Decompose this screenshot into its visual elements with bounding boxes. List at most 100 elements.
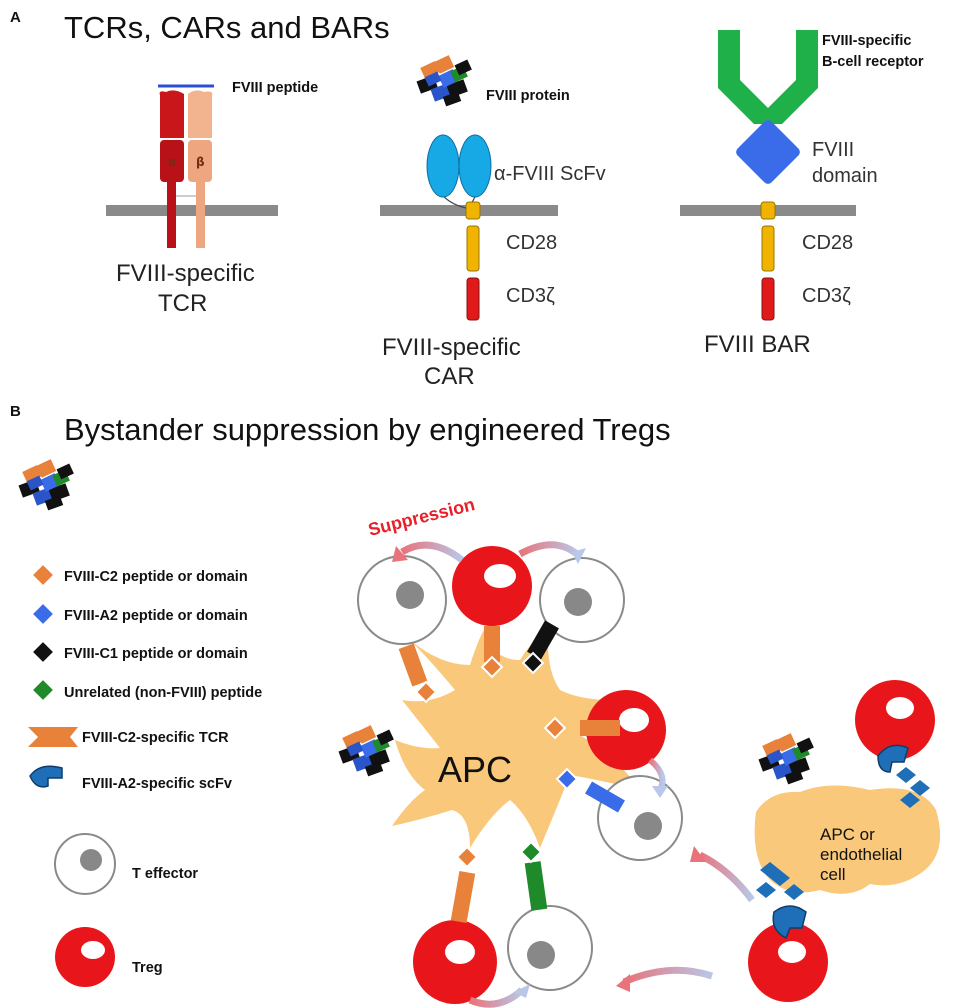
legend-label-treg: Treg xyxy=(132,960,163,976)
c1-peptide xyxy=(521,651,545,675)
car-caption-line1: FVIII-specific xyxy=(382,334,521,361)
legend-label-c2: FVIII-C2 peptide or domain xyxy=(64,569,248,585)
tcr-alpha-top xyxy=(159,90,184,138)
treg-nucleus xyxy=(886,697,914,719)
car-cd3z-label: CD3ζ xyxy=(506,285,555,307)
legend-label-tcr: FVIII-C2-specific TCR xyxy=(82,730,229,746)
tcr-diagram: α β FVIII peptide FVIII-specific TCR xyxy=(106,80,318,317)
c2-peptide xyxy=(414,680,438,704)
fviii-peptide-label: FVIII peptide xyxy=(232,80,318,96)
bar-cd28-domain xyxy=(761,225,775,272)
blue-diamond-icon xyxy=(33,604,53,624)
arrow-head xyxy=(652,786,668,798)
panel-b-letter: B xyxy=(10,403,21,420)
suppression-arrow-right-cluster xyxy=(698,851,755,903)
t-effector-nucleus xyxy=(396,581,424,609)
scfv-receptor xyxy=(877,744,909,773)
bcr-label-line2: B-cell receptor xyxy=(822,54,924,70)
bar-cd28-label: CD28 xyxy=(802,232,853,254)
tcr-caption-line1: FVIII-specific xyxy=(116,260,255,287)
bar-transmembrane xyxy=(760,201,776,220)
apc-label: APC xyxy=(438,749,512,790)
car-caption-line2: CAR xyxy=(424,363,475,390)
beta-label: β xyxy=(196,155,205,169)
tcr-receptor xyxy=(450,870,476,924)
scfv-label: α-FVIII ScFv xyxy=(494,163,606,185)
t-effector-nucleus xyxy=(634,812,662,840)
scfv-domain-2 xyxy=(458,134,492,198)
tcr-receptor xyxy=(580,720,620,736)
arrow-head xyxy=(392,546,408,562)
suppression-label: Suppression xyxy=(366,494,477,540)
fviii-domain-line2: domain xyxy=(812,165,878,187)
fviii-domain-line1: FVIII xyxy=(812,139,854,161)
legend-label-unrelated: Unrelated (non-FVIII) peptide xyxy=(64,685,262,701)
treg-nucleus xyxy=(484,564,516,588)
legend-label-teffector: T effector xyxy=(132,866,198,882)
c2-peptide xyxy=(480,655,504,679)
fviii-protein-icon xyxy=(416,55,472,107)
unrelated-peptide xyxy=(519,840,543,864)
alpha-label: α xyxy=(168,155,176,169)
a2-peptide xyxy=(555,767,579,791)
scfv-receptor xyxy=(772,905,807,940)
blue-scfv-icon xyxy=(29,765,63,788)
tcr-beta-tail xyxy=(196,182,205,248)
tcr-receptor xyxy=(484,626,500,662)
bar-diagram: FVIII-specific B-cell receptor FVIII dom… xyxy=(680,30,924,358)
tcr-receptor xyxy=(524,861,548,911)
arrow-head xyxy=(514,984,530,998)
bcr-y-shape xyxy=(718,30,818,124)
fviii-domain-diamond xyxy=(736,120,800,184)
t-effector-nucleus xyxy=(527,941,555,969)
black-diamond-icon xyxy=(33,642,53,662)
suppression-arrow-bottom-right xyxy=(622,966,714,986)
car-transmembrane xyxy=(465,201,481,220)
tcr-beta-constant xyxy=(188,140,212,182)
apc-endothelial-cell: APC or endothelial cell xyxy=(754,733,941,894)
apc2-label-line1: APC or xyxy=(820,825,875,844)
car-cd28-label: CD28 xyxy=(506,232,557,254)
legend-fviii-protein-icon xyxy=(18,459,74,511)
orange-tcr-icon xyxy=(28,727,78,747)
t-effector-nucleus xyxy=(80,849,102,871)
c2-peptide xyxy=(455,845,479,869)
car-cd3z-domain xyxy=(466,277,480,321)
arrow-head xyxy=(690,846,706,862)
arrow-head xyxy=(616,974,630,992)
bar-cd3z-label: CD3ζ xyxy=(802,285,851,307)
legend-label-c1: FVIII-C1 peptide or domain xyxy=(64,646,248,662)
tcr-receptor xyxy=(585,781,625,813)
tcr-receptor xyxy=(527,620,559,660)
apc-fviii-protein-icon xyxy=(338,725,394,777)
fviii-protein-label: FVIII protein xyxy=(486,88,570,104)
tcr-beta-top xyxy=(188,90,213,138)
treg-nucleus xyxy=(619,708,649,732)
treg-nucleus xyxy=(445,940,475,964)
apc-endothelial-body xyxy=(754,785,941,894)
panel-b-title: Bystander suppression by engineered Treg… xyxy=(64,412,671,447)
scfv-domain-1 xyxy=(426,134,460,198)
treg-cell xyxy=(855,680,935,760)
apc2-label-line2: endothelial xyxy=(820,845,902,864)
treg-nucleus xyxy=(778,941,806,963)
central-apc: APC xyxy=(338,630,640,848)
arrow-head xyxy=(572,548,586,564)
apc2-fviii-protein-icon xyxy=(758,733,814,785)
bar-caption: FVIII BAR xyxy=(704,331,811,358)
c2-peptide xyxy=(543,716,567,740)
tcr-membrane xyxy=(106,205,278,216)
panel-a-letter: A xyxy=(10,9,21,26)
a2-domain-chain xyxy=(896,767,930,808)
orange-diamond-icon xyxy=(33,565,53,585)
panel-a-title: TCRs, CARs and BARs xyxy=(64,10,390,45)
tcr-alpha-tail xyxy=(167,182,176,248)
a2-domain-chain xyxy=(756,862,804,900)
bcr-label-line1: FVIII-specific xyxy=(822,33,911,49)
green-diamond-icon xyxy=(33,680,53,700)
tcr-alpha-constant xyxy=(160,140,184,182)
legend: FVIII-C2 peptide or domain FVIII-A2 pept… xyxy=(18,459,262,987)
tcr-caption-line2: TCR xyxy=(158,290,207,317)
apc-body xyxy=(392,630,640,848)
